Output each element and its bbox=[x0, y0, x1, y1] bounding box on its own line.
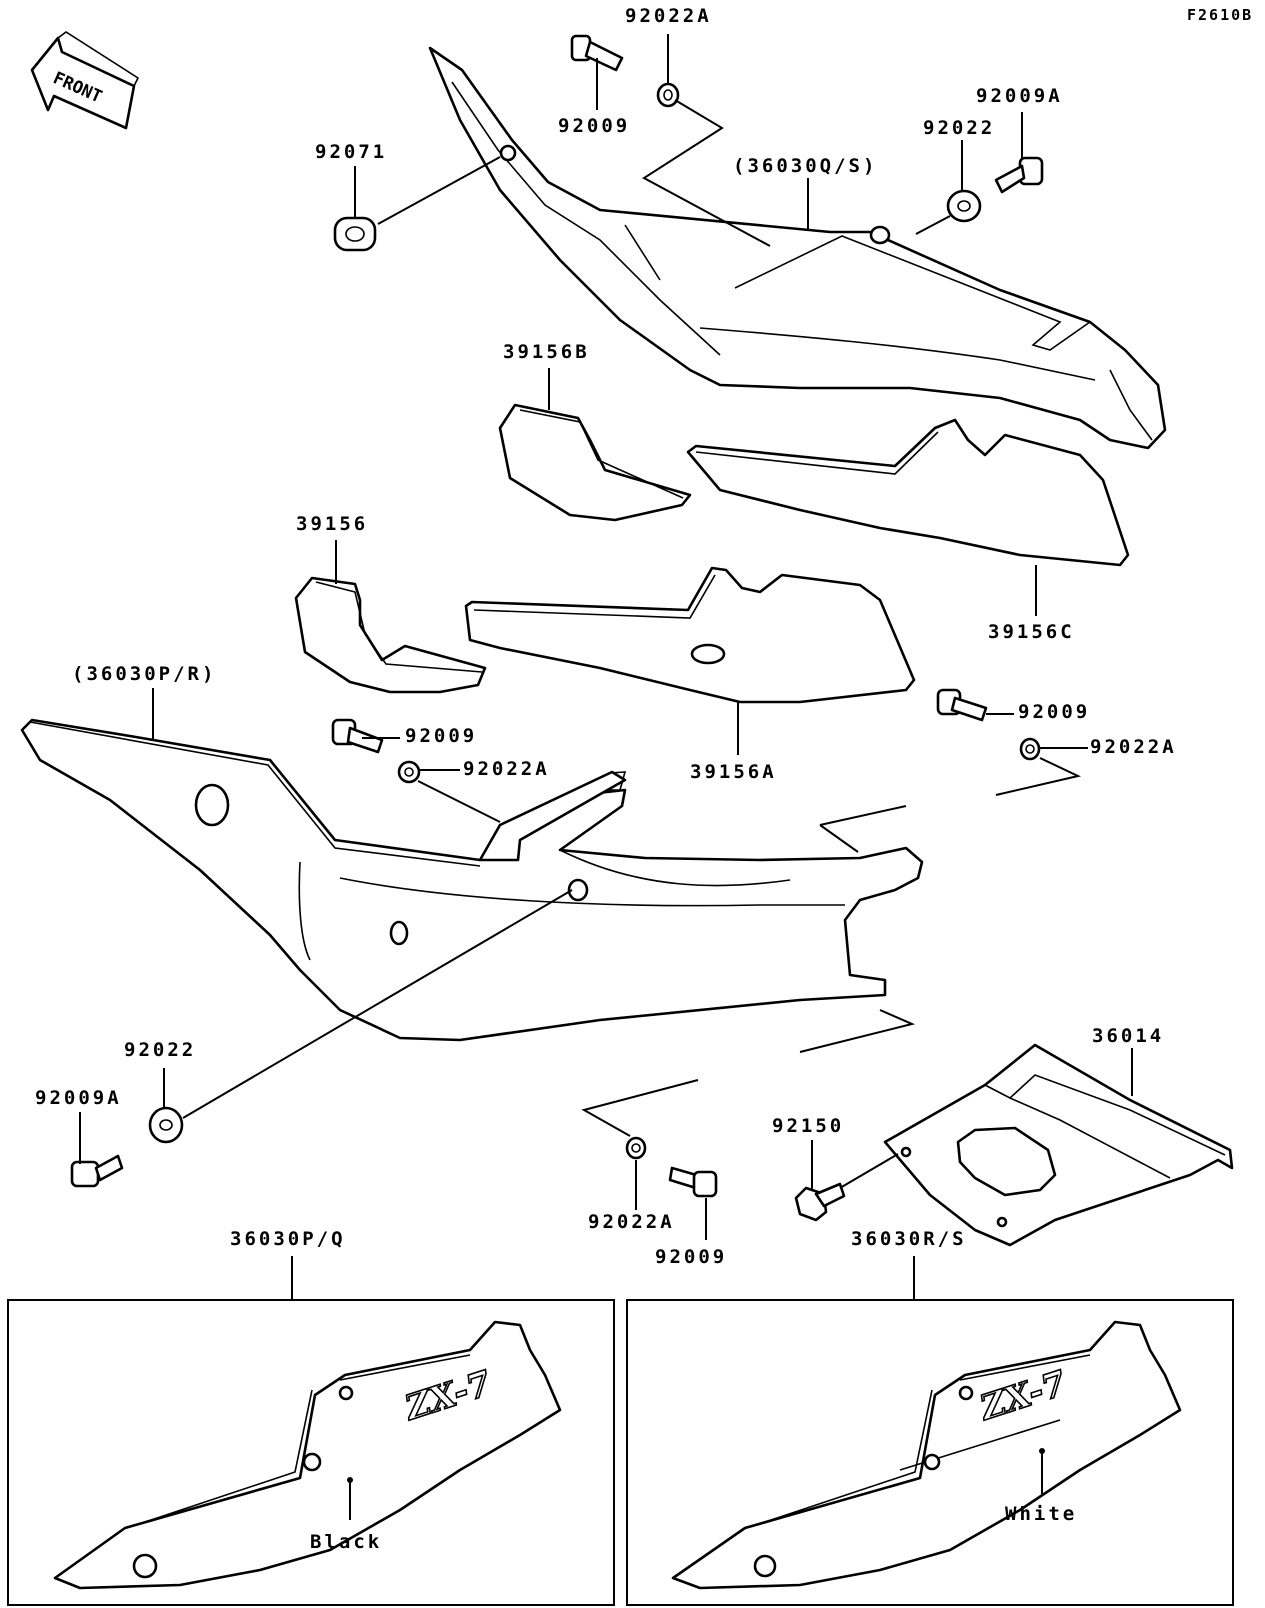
pad-39156 bbox=[294, 576, 487, 694]
part-label: 92022 bbox=[124, 1039, 196, 1061]
part-label: 39156B bbox=[503, 341, 590, 363]
part-label: 92022 bbox=[923, 117, 995, 139]
bolt-icon bbox=[994, 156, 1044, 194]
part-label: 92022A bbox=[588, 1211, 675, 1233]
part-label: 92009 bbox=[655, 1246, 727, 1268]
pad-39156B bbox=[498, 403, 692, 522]
washer-icon bbox=[148, 1106, 184, 1144]
part-label: 39156 bbox=[296, 513, 368, 535]
variant-label: 36030R/S bbox=[851, 1228, 967, 1250]
color-note: White bbox=[1005, 1503, 1077, 1525]
seat-cover-lower-part bbox=[20, 718, 924, 1042]
grommet-icon bbox=[333, 216, 377, 252]
washer-icon bbox=[625, 1136, 647, 1160]
bolt-icon bbox=[331, 718, 384, 754]
washer-icon bbox=[946, 189, 982, 223]
part-label: 92009 bbox=[1018, 701, 1090, 723]
part-label: 92150 bbox=[772, 1115, 844, 1137]
part-label: 92009 bbox=[558, 115, 630, 137]
seat-cover-upper-part bbox=[428, 46, 1167, 450]
figure-id: F2610B bbox=[1187, 6, 1253, 24]
part-label: 39156C bbox=[988, 621, 1075, 643]
part-label: (36030Q/S) bbox=[733, 155, 877, 177]
bolt-icon bbox=[668, 1166, 718, 1198]
front-arrow-icon: FRONT bbox=[30, 31, 140, 130]
bolt-icon bbox=[70, 1154, 124, 1188]
pad-39156C bbox=[686, 418, 1130, 567]
part-label: 92009 bbox=[405, 725, 477, 747]
part-label: (36030P/R) bbox=[72, 663, 216, 685]
variant-box-left: ZX-7 Black bbox=[7, 1299, 615, 1606]
washer-icon bbox=[397, 760, 421, 784]
bracket-36014 bbox=[883, 1043, 1234, 1247]
washer-icon bbox=[656, 82, 680, 108]
part-label: 92071 bbox=[315, 141, 387, 163]
part-label: 92009A bbox=[35, 1087, 122, 1109]
pad-39156A bbox=[464, 566, 916, 704]
part-label: 39156A bbox=[690, 761, 777, 783]
bolt-icon bbox=[570, 34, 624, 72]
variant-label: 36030P/Q bbox=[230, 1228, 346, 1250]
washer-icon bbox=[1019, 737, 1041, 761]
part-label: 92009A bbox=[976, 85, 1063, 107]
variant-box-right: ZX-7 White bbox=[626, 1299, 1234, 1606]
bolt-icon bbox=[794, 1182, 846, 1222]
part-label: 92022A bbox=[625, 5, 712, 27]
part-label: 92022A bbox=[463, 758, 550, 780]
color-note: Black bbox=[310, 1531, 382, 1553]
bolt-icon bbox=[936, 688, 988, 722]
part-label: 36014 bbox=[1092, 1025, 1164, 1047]
part-label: 92022A bbox=[1090, 736, 1177, 758]
